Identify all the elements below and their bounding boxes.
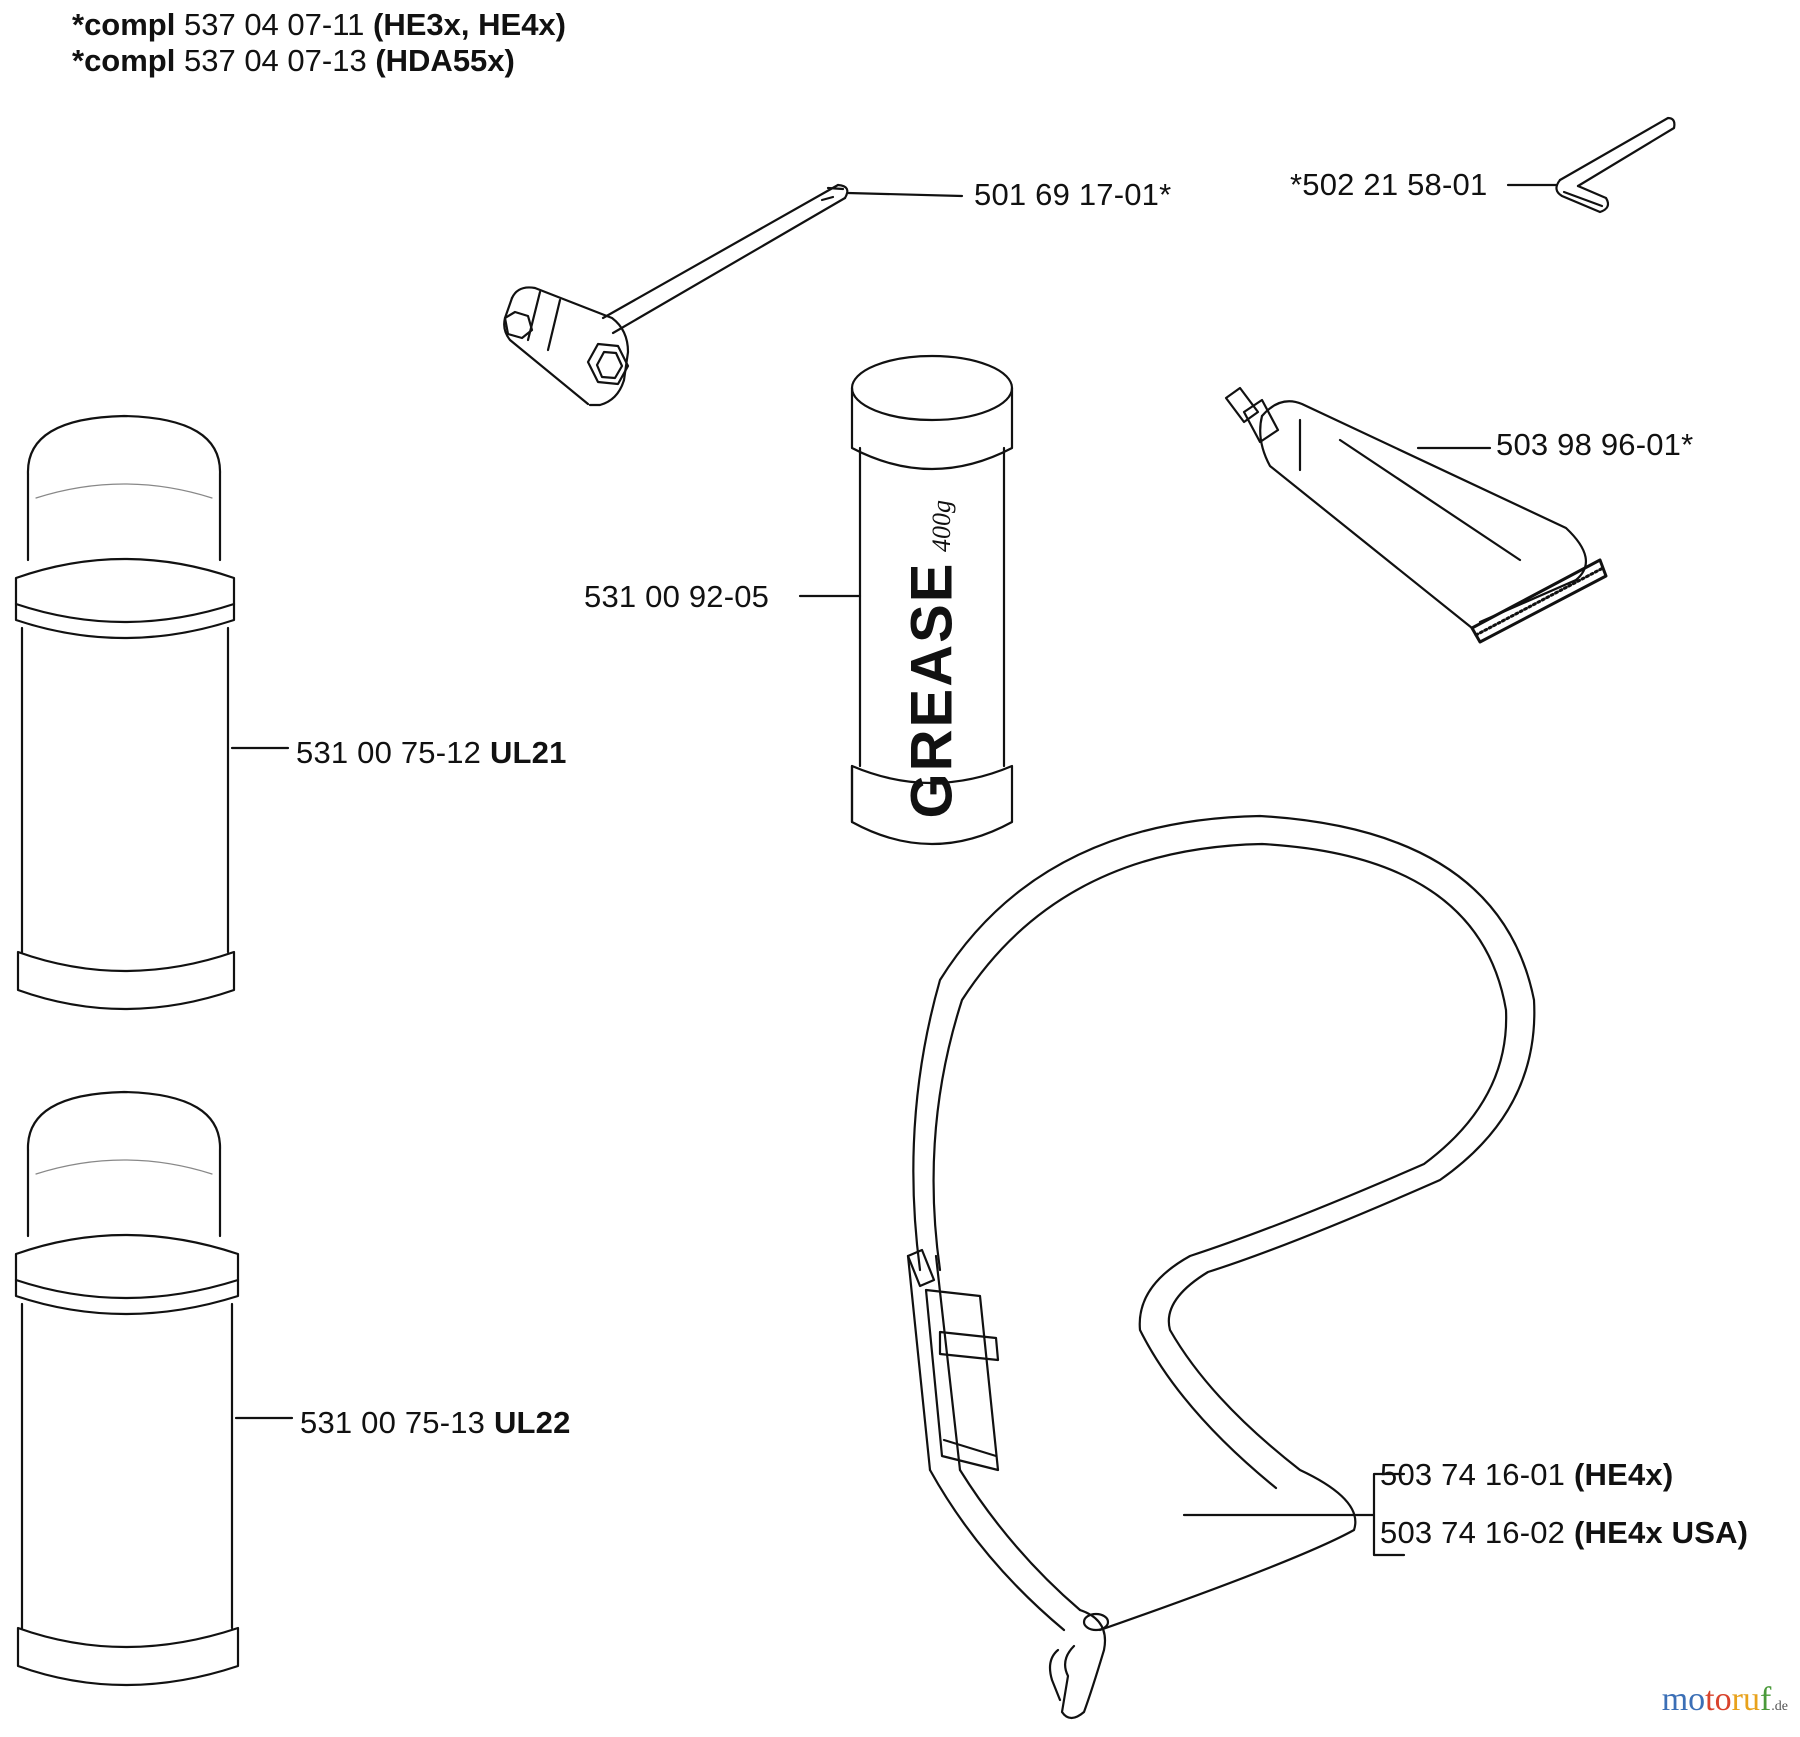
part-label-harness-1-number: 503 74 16-01 — [1380, 1457, 1566, 1492]
combination-wrench-drawing — [503, 183, 849, 407]
part-label-harness-2: 503 74 16-02 (HE4x USA) — [1380, 1516, 1748, 1550]
header-line-2-models: (HDA55x) — [375, 43, 515, 78]
grease-tube-drawing — [1224, 386, 1608, 644]
header-line-2: *compl 537 04 07-13 (HDA55x) — [72, 44, 515, 78]
watermark-suffix: .de — [1771, 1699, 1788, 1714]
grease-cartridge-drawing — [850, 354, 1014, 846]
watermark-logo: motoruf.de — [1662, 1681, 1788, 1719]
header-line-2-prefix: *compl — [72, 43, 176, 78]
watermark-part-3: ru — [1731, 1681, 1760, 1718]
part-label-can-1-number: 531 00 75-12 — [296, 735, 482, 770]
part-label-wrench: 501 69 17-01* — [974, 177, 1172, 212]
part-label-can-2-code: UL22 — [493, 1405, 571, 1440]
part-label-can-1-code: UL21 — [489, 735, 567, 770]
part-label-harness-1-models: (HE4x) — [1573, 1457, 1674, 1492]
part-label-grease: 531 00 92-05 — [584, 579, 770, 614]
leader-harness — [1182, 1472, 1406, 1557]
hex-key-drawing — [1555, 116, 1676, 214]
watermark-part-1: mo — [1661, 1681, 1706, 1718]
watermark-part-2: to — [1705, 1681, 1732, 1718]
header-line-1: *compl 537 04 07-11 (HE3x, HE4x) — [72, 8, 566, 42]
part-label-can-2: 531 00 75-13 UL22 — [300, 1406, 571, 1440]
part-label-tube: 503 98 96-01* — [1496, 427, 1694, 462]
spray-can-1-drawing — [14, 414, 236, 1011]
watermark-part-4: f — [1759, 1681, 1772, 1718]
header-line-1-models: (HE3x, HE4x) — [373, 7, 566, 42]
part-label-harness-2-number: 503 74 16-02 — [1380, 1515, 1566, 1550]
part-label-harness-1: 503 74 16-01 (HE4x) — [1380, 1458, 1673, 1492]
grease-cartridge-weight: 400g — [927, 500, 956, 552]
part-label-hex-key: *502 21 58-01 — [1290, 167, 1488, 202]
header-line-1-number: 537 04 07-11 — [183, 7, 365, 42]
leader-wrench — [846, 191, 964, 198]
part-label-can-1: 531 00 75-12 UL21 — [296, 736, 567, 770]
grease-cartridge-label: GREASE — [899, 561, 965, 819]
spray-can-2-drawing — [14, 1090, 240, 1687]
header-line-2-number: 537 04 07-13 — [183, 43, 367, 78]
harness-drawing — [906, 814, 1536, 1720]
header-line-1-prefix: *compl — [72, 7, 176, 42]
part-label-can-2-number: 531 00 75-13 — [300, 1405, 486, 1440]
part-label-harness-2-models: (HE4x USA) — [1573, 1515, 1749, 1550]
